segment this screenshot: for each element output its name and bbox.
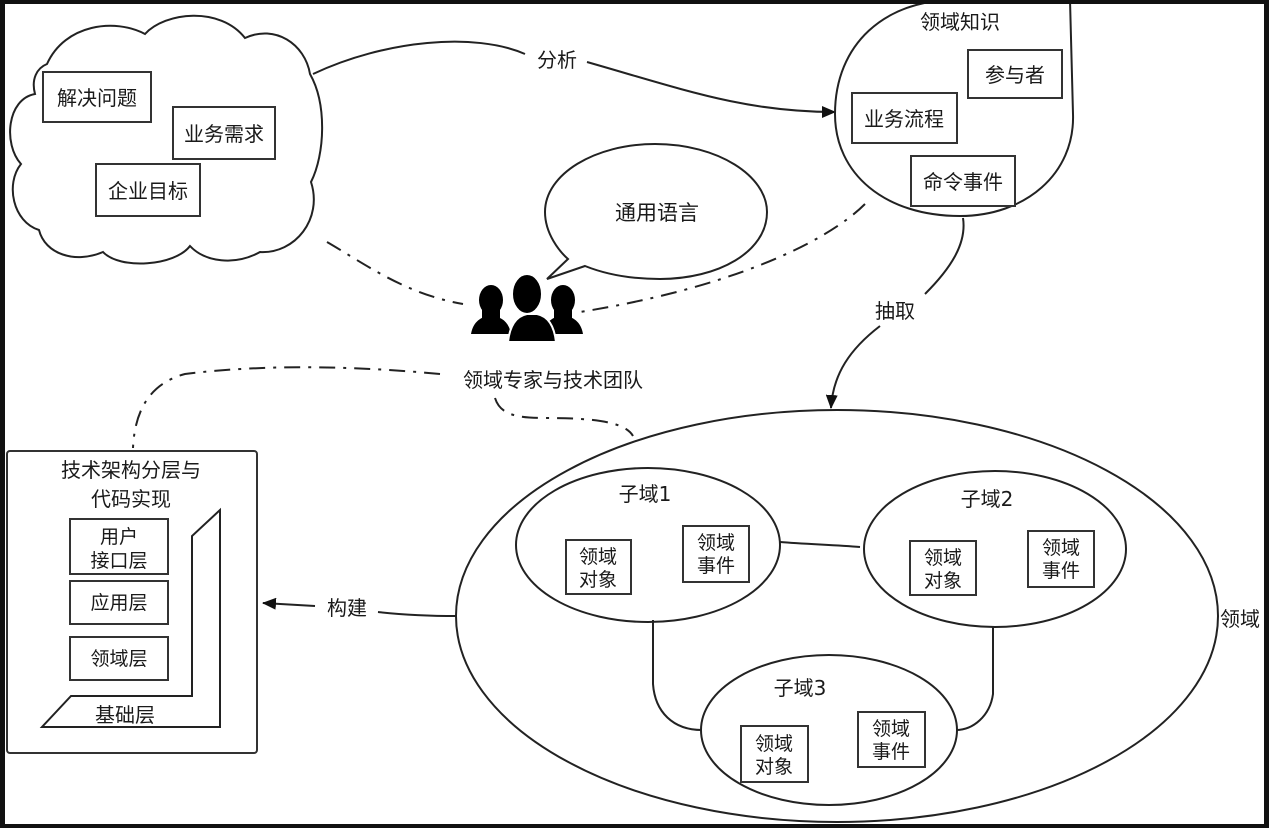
build-arrow-line-a [262, 597, 316, 610]
build-label: 构建 [327, 596, 367, 620]
cloud-item-box [95, 163, 201, 217]
domain-knowledge-shape [833, 4, 1075, 218]
layer-ui-line1: 用户 [100, 526, 138, 548]
domain-object-line1: 领域 [755, 733, 793, 755]
cloud-item-box [42, 71, 152, 123]
subdomain-3-boundary [700, 654, 958, 806]
architecture-title-line1: 技术架构分层与 [61, 458, 201, 482]
layer-ui-line2: 接口层 [90, 550, 147, 572]
business-cloud: 解决问题 业务需求 企业目标 [9, 14, 324, 265]
team-label: 领域专家与技术团队 [463, 368, 643, 392]
build-arrow-line-b [377, 611, 458, 617]
subdomain-3-title: 子域3 [774, 676, 827, 700]
team-to-architecture-connector [132, 366, 441, 449]
architecture-title-line2: 代码实现 [91, 487, 171, 511]
diagram-svg: 解决问题 业务需求 企业目标 分析 领域知识 参与者 业务流程 命令事件 抽取 … [6, 4, 1260, 823]
speech-bubble-text: 通用语言 [615, 201, 699, 225]
subdomain-1: 子域1 领域 对象 领域 事件 [515, 467, 781, 623]
analyze-label: 分析 [537, 48, 577, 72]
domain-object-box [565, 539, 632, 595]
subdomain2-to-subdomain3-link [955, 626, 994, 731]
cloud-item-solve-problem: 解决问题 [57, 86, 137, 110]
layer-domain-label: 领域层 [90, 648, 147, 670]
knowledge-item-box [910, 155, 1016, 207]
extract-arrow-line-b [825, 325, 881, 409]
people-group-icon [471, 273, 583, 343]
domain-event-line2: 事件 [872, 741, 910, 763]
domain-object-box [740, 725, 809, 783]
domain-event-line1: 领域 [697, 532, 735, 554]
extract-label: 抽取 [875, 299, 915, 323]
cloud-item-box [172, 106, 276, 160]
speech-bubble-shape [543, 142, 769, 281]
subdomain1-to-subdomain2-link [779, 541, 861, 548]
knowledge-item-box [851, 92, 958, 144]
analyze-arrow-line-b [586, 61, 836, 118]
domain-object-line2: 对象 [755, 756, 793, 778]
subdomain1-to-subdomain3-link [652, 620, 703, 731]
cloud-shape [9, 14, 324, 265]
domain-knowledge-title: 领域知识 [920, 10, 1000, 34]
domain-event-line2: 事件 [697, 555, 735, 577]
common-language-bubble: 通用语言 [543, 142, 769, 281]
domain-object-line2: 对象 [579, 569, 617, 591]
team-to-domain-connector [494, 397, 634, 437]
domain-event-box [682, 525, 750, 583]
domain-object-line2: 对象 [924, 570, 962, 592]
layer-box-domain [69, 636, 169, 681]
diagram-canvas: 解决问题 业务需求 企业目标 分析 领域知识 参与者 业务流程 命令事件 抽取 … [5, 4, 1264, 824]
knowledge-item-business-process: 业务流程 [864, 107, 944, 131]
base-layer-shape [39, 507, 221, 728]
domain-event-line1: 领域 [1042, 537, 1080, 559]
domain-ellipse: 领域 子域1 领域 对象 领域 事件 子域2 领域 对象 领域 事件 [455, 409, 1260, 823]
subdomain-2-title: 子域2 [961, 487, 1014, 511]
layer-box-ui [69, 518, 169, 575]
base-layer-label: 基础层 [95, 703, 155, 727]
domain-event-line1: 领域 [872, 718, 910, 740]
subdomain-2: 子域2 领域 对象 领域 事件 [863, 470, 1127, 628]
domain-event-line2: 事件 [1042, 560, 1080, 582]
knowledge-item-command-events: 命令事件 [923, 170, 1003, 194]
knowledge-to-team-connector [579, 203, 866, 313]
domain-object-line1: 领域 [924, 547, 962, 569]
analyze-arrow-line-a [312, 40, 526, 75]
knowledge-item-box [967, 49, 1063, 99]
architecture-panel: 技术架构分层与 代码实现 基础层 用户 接口层 应用层 领域层 [6, 450, 258, 754]
cloud-to-team-connector [326, 241, 464, 305]
domain-event-box [857, 711, 926, 768]
subdomain-3: 子域3 领域 对象 领域 事件 [700, 654, 958, 806]
layer-application-label: 应用层 [90, 592, 147, 614]
domain-label: 领域 [1220, 607, 1260, 631]
extract-arrow-line-a [924, 217, 965, 295]
subdomain-1-boundary [515, 467, 781, 623]
domain-event-box [1027, 530, 1095, 588]
domain-boundary [455, 409, 1219, 823]
domain-knowledge-blob: 领域知识 参与者 业务流程 命令事件 [833, 4, 1075, 218]
subdomain-2-boundary [863, 470, 1127, 628]
knowledge-item-participants: 参与者 [985, 63, 1045, 87]
cloud-item-enterprise-goals: 企业目标 [108, 179, 188, 203]
layer-box-application [69, 580, 169, 625]
domain-object-box [909, 540, 977, 596]
subdomain-1-title: 子域1 [619, 482, 672, 506]
domain-object-line1: 领域 [579, 546, 617, 568]
cloud-item-business-needs: 业务需求 [184, 122, 264, 146]
